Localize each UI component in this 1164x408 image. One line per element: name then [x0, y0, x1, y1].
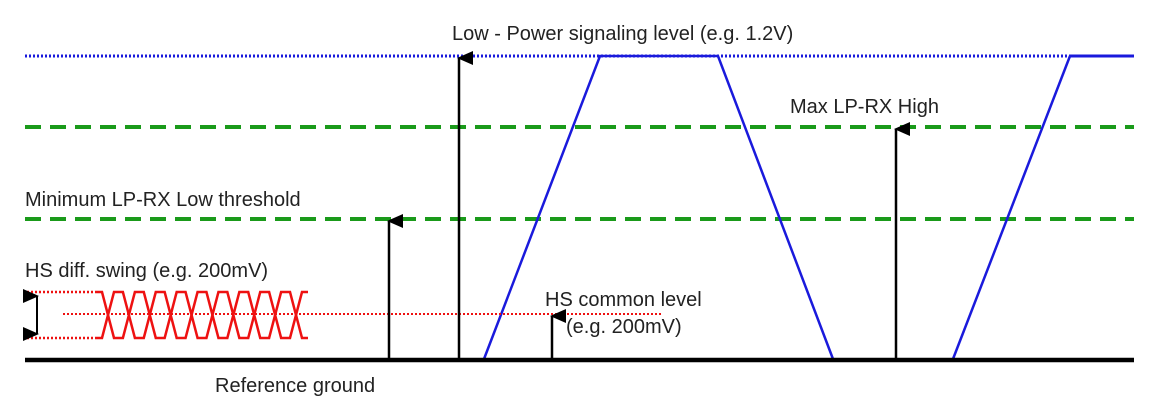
- hs-trace-negative: [95, 290, 308, 340]
- hs-common-example-label: (e.g. 200mV): [566, 316, 682, 338]
- hs-eye-pattern: [95, 290, 308, 340]
- max-lprx-high-label: Max LP-RX High: [790, 96, 939, 118]
- min-lprx-low-label: Minimum LP-RX Low threshold: [25, 189, 301, 211]
- lp-waveform-pulse: [482, 54, 835, 360]
- reference-ground-label: Reference ground: [215, 375, 375, 397]
- lp-waveform-rise: [951, 55, 1072, 360]
- lp-level-label: Low - Power signaling level (e.g. 1.2V): [452, 23, 793, 45]
- hs-common-level-label: HS common level: [545, 289, 702, 311]
- hs-diff-swing-label: HS diff. swing (e.g. 200mV): [25, 260, 268, 282]
